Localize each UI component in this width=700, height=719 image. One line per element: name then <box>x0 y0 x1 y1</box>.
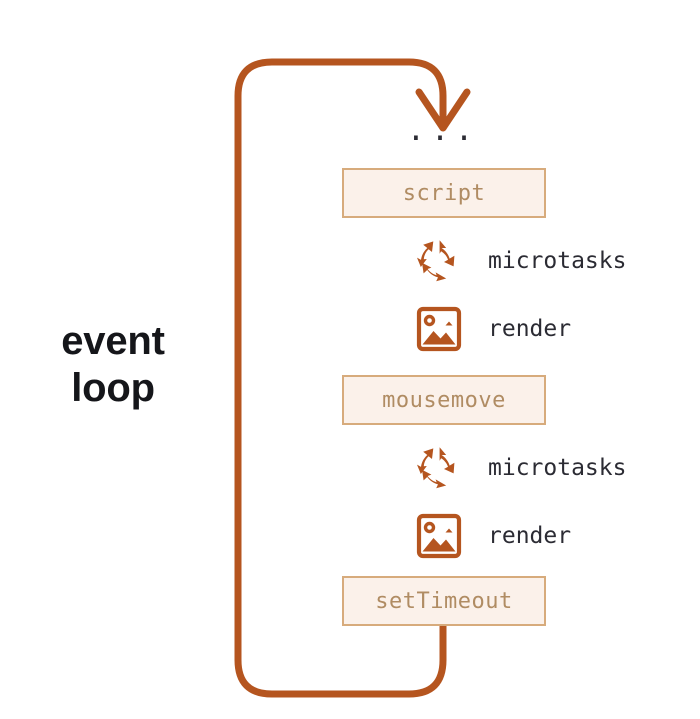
task-box-settimeout-label: setTimeout <box>375 588 513 614</box>
task-box-settimeout[interactable]: setTimeout <box>342 576 546 626</box>
image-icon <box>416 513 462 559</box>
step-render-2: render <box>412 509 571 563</box>
recycle-icon <box>417 240 455 282</box>
step-render-1: render <box>412 302 571 356</box>
step-microtasks-1: microtasks <box>412 234 626 288</box>
step-render-1-label: render <box>488 316 572 342</box>
step-microtasks-2: microtasks <box>412 441 626 495</box>
step-render-2-label: render <box>488 523 572 549</box>
event-loop-caption: event loop <box>18 318 208 412</box>
step-microtasks-2-label: microtasks <box>488 455 627 481</box>
caption-line-1: event <box>61 319 165 363</box>
task-box-mousemove-label: mousemove <box>382 387 506 413</box>
task-box-script[interactable]: script <box>342 168 546 218</box>
caption-line-2: loop <box>71 365 155 410</box>
recycle-icon <box>417 447 455 489</box>
task-box-script-label: script <box>402 180 486 206</box>
image-icon <box>416 306 462 352</box>
task-box-mousemove[interactable]: mousemove <box>342 375 546 425</box>
ellipsis-icon: ... <box>406 113 480 148</box>
step-microtasks-1-label: microtasks <box>488 248 627 274</box>
